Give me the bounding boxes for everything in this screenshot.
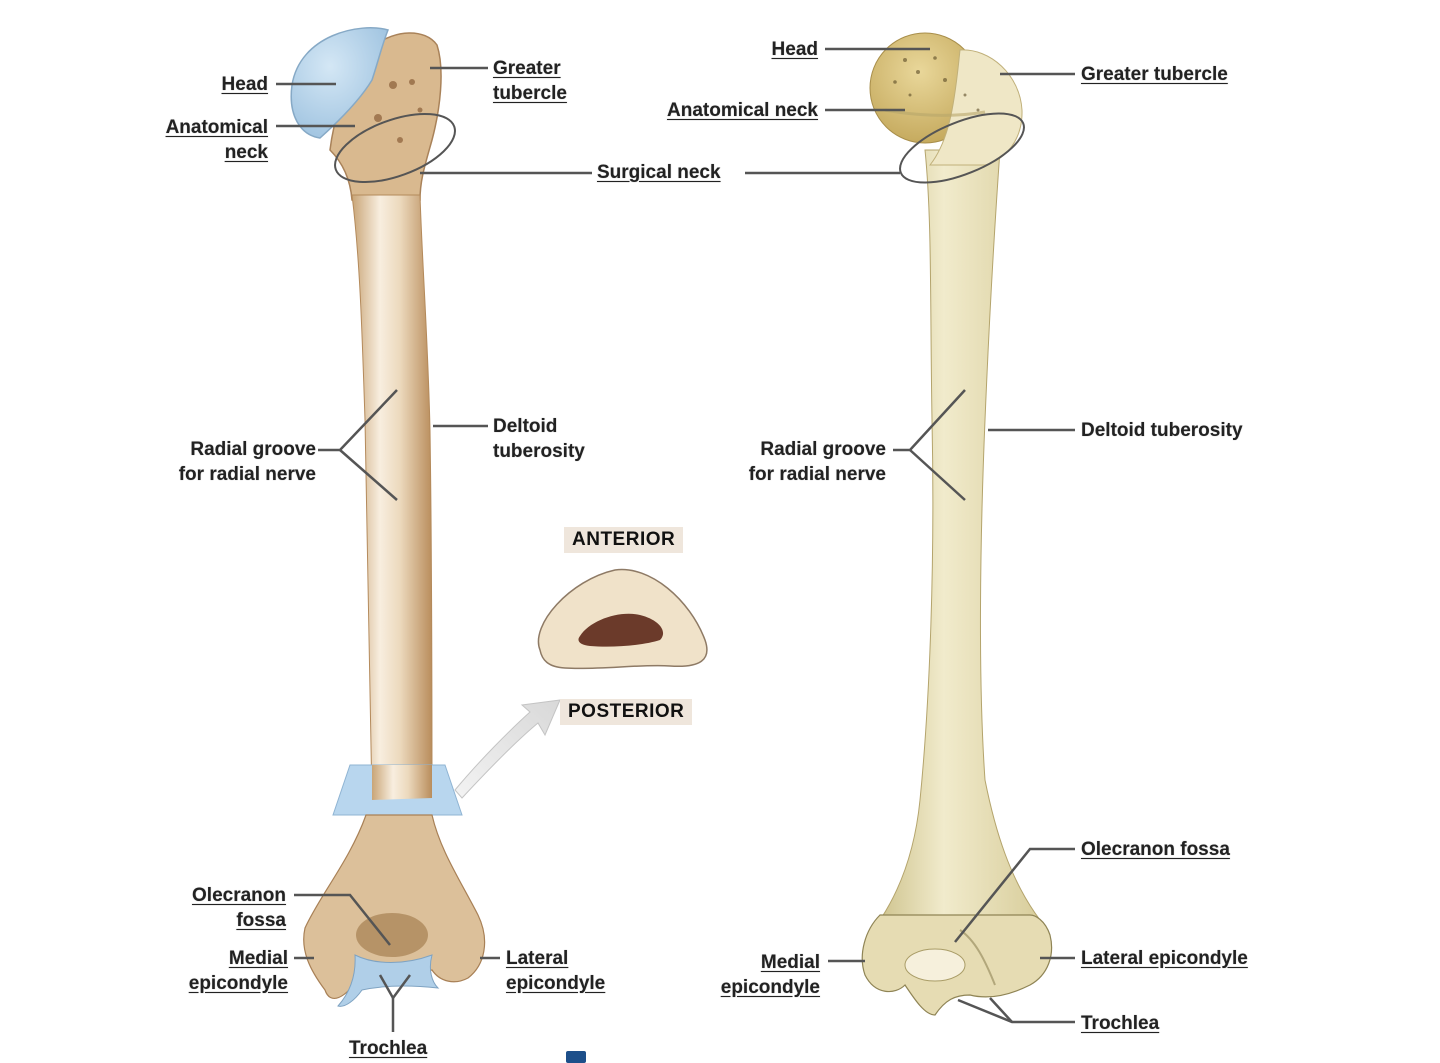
- watermark-logo-icon: [566, 1051, 586, 1063]
- label-left-trochlea: Trochlea: [349, 1038, 428, 1059]
- label-left-olecranon-fossa: Olecranon fossa: [160, 883, 286, 933]
- label-left-head: Head: [221, 74, 268, 95]
- label-right-medial-epicondyle-line2: epicondyle: [720, 977, 820, 998]
- label-right-greater-tubercle: Greater tubercle: [1081, 64, 1228, 85]
- tag-anterior: ANTERIOR: [564, 527, 684, 553]
- label-left-greater-tubercle: Greater tubercle: [493, 56, 567, 106]
- label-left-greater-tubercle-line1: Greater: [493, 58, 561, 79]
- left-surgical-neck-oval: [334, 112, 456, 184]
- left-humeral-head-shape: [290, 27, 390, 139]
- label-left-deltoid-tuberosity-line1: Deltoid: [493, 416, 558, 437]
- label-left-medial-epicondyle: Medial epicondyle: [160, 946, 288, 996]
- label-left-medial-epicondyle-line1: Medial: [228, 948, 288, 969]
- label-right-radial-groove-line1: Radial groove: [760, 439, 886, 460]
- right-humerus-shaft: [879, 149, 1041, 921]
- label-right-deltoid-tuberosity: Deltoid tuberosity: [1081, 420, 1243, 441]
- cross-section-arrow: [454, 699, 561, 799]
- label-left-anatomical-neck: Anatomical neck: [140, 115, 268, 165]
- label-right-radial-groove-line2: for radial nerve: [748, 464, 886, 485]
- label-left-anatomical-neck-line1: Anatomical: [165, 117, 268, 138]
- label-left-anatomical-neck-line2: neck: [224, 142, 268, 163]
- label-right-medial-epicondyle-line1: Medial: [760, 952, 820, 973]
- left-humerus-shaft: [351, 194, 433, 801]
- label-left-radial-groove: Radial groove for radial nerve: [140, 437, 316, 487]
- left-humerus-illustration: [290, 27, 486, 1007]
- label-left-deltoid-tuberosity-line2: tuberosity: [493, 441, 585, 462]
- left-trochlea-shape: [337, 954, 440, 1007]
- label-left-radial-groove-line2: for radial nerve: [178, 464, 316, 485]
- label-left-deltoid-tuberosity: Deltoid tuberosity: [493, 414, 585, 464]
- label-left-radial-groove-line1: Radial groove: [190, 439, 316, 460]
- label-right-head: Head: [771, 39, 818, 60]
- label-left-olecranon-fossa-line2: fossa: [236, 910, 286, 931]
- label-left-lateral-epicondyle-line1: Lateral: [506, 948, 569, 969]
- label-left-medial-epicondyle-line2: epicondyle: [188, 973, 288, 994]
- label-left-lateral-epicondyle: Lateral epicondyle: [506, 946, 605, 996]
- label-left-olecranon-fossa-line1: Olecranon: [192, 885, 286, 906]
- tag-posterior: POSTERIOR: [560, 699, 693, 725]
- label-right-olecranon-fossa: Olecranon fossa: [1081, 839, 1230, 860]
- label-right-lateral-epicondyle: Lateral epicondyle: [1081, 948, 1248, 969]
- label-right-anatomical-neck: Anatomical neck: [667, 100, 818, 121]
- label-left-greater-tubercle-line2: tubercle: [493, 83, 567, 104]
- right-surgical-neck-oval: [899, 112, 1025, 184]
- label-left-lateral-epicondyle-line2: epicondyle: [506, 973, 606, 994]
- cross-section: [454, 568, 708, 799]
- leader-lines: [276, 47, 1075, 1032]
- label-right-medial-epicondyle: Medial epicondyle: [690, 950, 820, 1000]
- label-right-trochlea: Trochlea: [1081, 1013, 1160, 1034]
- cross-section-marrow: [578, 613, 664, 647]
- label-surgical-neck: Surgical neck: [597, 162, 721, 183]
- label-right-radial-groove: Radial groove for radial nerve: [700, 437, 886, 487]
- right-humerus-photo: [861, 32, 1053, 1016]
